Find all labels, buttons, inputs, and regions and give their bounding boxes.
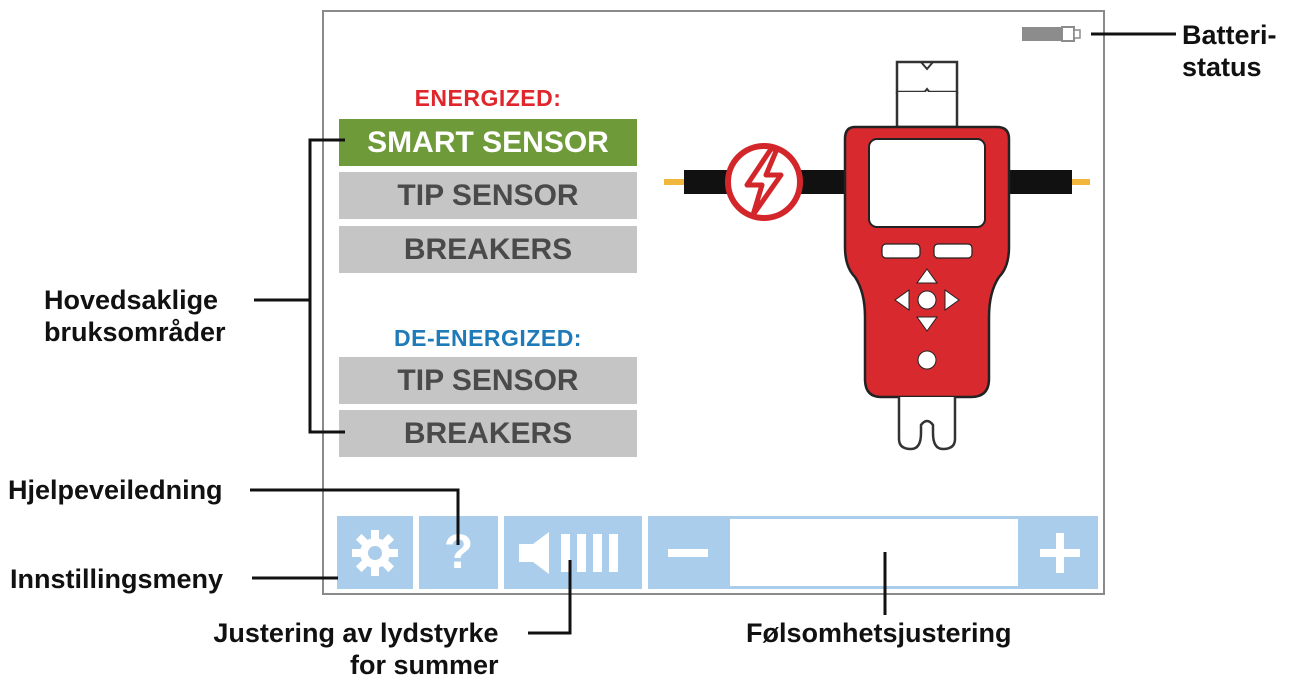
settings-button[interactable] bbox=[337, 516, 413, 589]
device-illustration bbox=[664, 60, 1090, 451]
sensitivity-adjust-label: Følsomhetsjustering bbox=[746, 618, 1012, 648]
battery-status-label-line2: status bbox=[1182, 52, 1262, 82]
energized-breakers-button[interactable]: BREAKERS bbox=[339, 226, 637, 273]
main-areas-label-line1: Hovedsaklige bbox=[44, 285, 219, 315]
settings-menu-label: Innstillingsmeny bbox=[10, 564, 224, 594]
deenergized-tip-sensor-button[interactable]: TIP SENSOR bbox=[339, 357, 637, 404]
device-screen: ENERGIZED: SMART SENSOR TIP SENSOR BREAK… bbox=[322, 10, 1105, 595]
battery-icon bbox=[1022, 26, 1081, 42]
main-areas-label: Hovedsaklige bruksområder bbox=[44, 284, 226, 348]
deenergized-breakers-button[interactable]: BREAKERS bbox=[339, 410, 637, 457]
speaker-volume-icon bbox=[519, 531, 618, 574]
volume-button[interactable] bbox=[504, 516, 642, 589]
battery-status-label: Batteri- status bbox=[1182, 19, 1277, 83]
sensitivity-slider[interactable] bbox=[727, 516, 1021, 589]
deenergized-title: DE-ENERGIZED: bbox=[394, 325, 582, 351]
sensitivity-decrease-button[interactable] bbox=[648, 516, 727, 589]
energized-title: ENERGIZED: bbox=[414, 85, 562, 111]
volume-adjust-label: Justering av lydstyrke for summer bbox=[203, 617, 499, 681]
energized-tip-sensor-button[interactable]: TIP SENSOR bbox=[339, 172, 637, 219]
main-areas-label-line2: bruksområder bbox=[44, 317, 226, 347]
help-guide-label: Hjelpeveiledning bbox=[8, 475, 223, 505]
energized-smart-sensor-button[interactable]: SMART SENSOR bbox=[339, 119, 637, 166]
gear-icon bbox=[352, 529, 398, 576]
sensitivity-increase-button[interactable] bbox=[1021, 516, 1098, 589]
plus-icon bbox=[1039, 532, 1080, 573]
battery-status-label-line1: Batteri- bbox=[1182, 20, 1277, 50]
high-voltage-icon bbox=[725, 143, 803, 221]
volume-adjust-label-line2: for summer bbox=[350, 650, 499, 680]
minus-icon bbox=[667, 548, 708, 557]
handheld-tester-device-icon bbox=[843, 125, 1011, 399]
volume-adjust-label-line1: Justering av lydstyrke bbox=[213, 618, 499, 648]
